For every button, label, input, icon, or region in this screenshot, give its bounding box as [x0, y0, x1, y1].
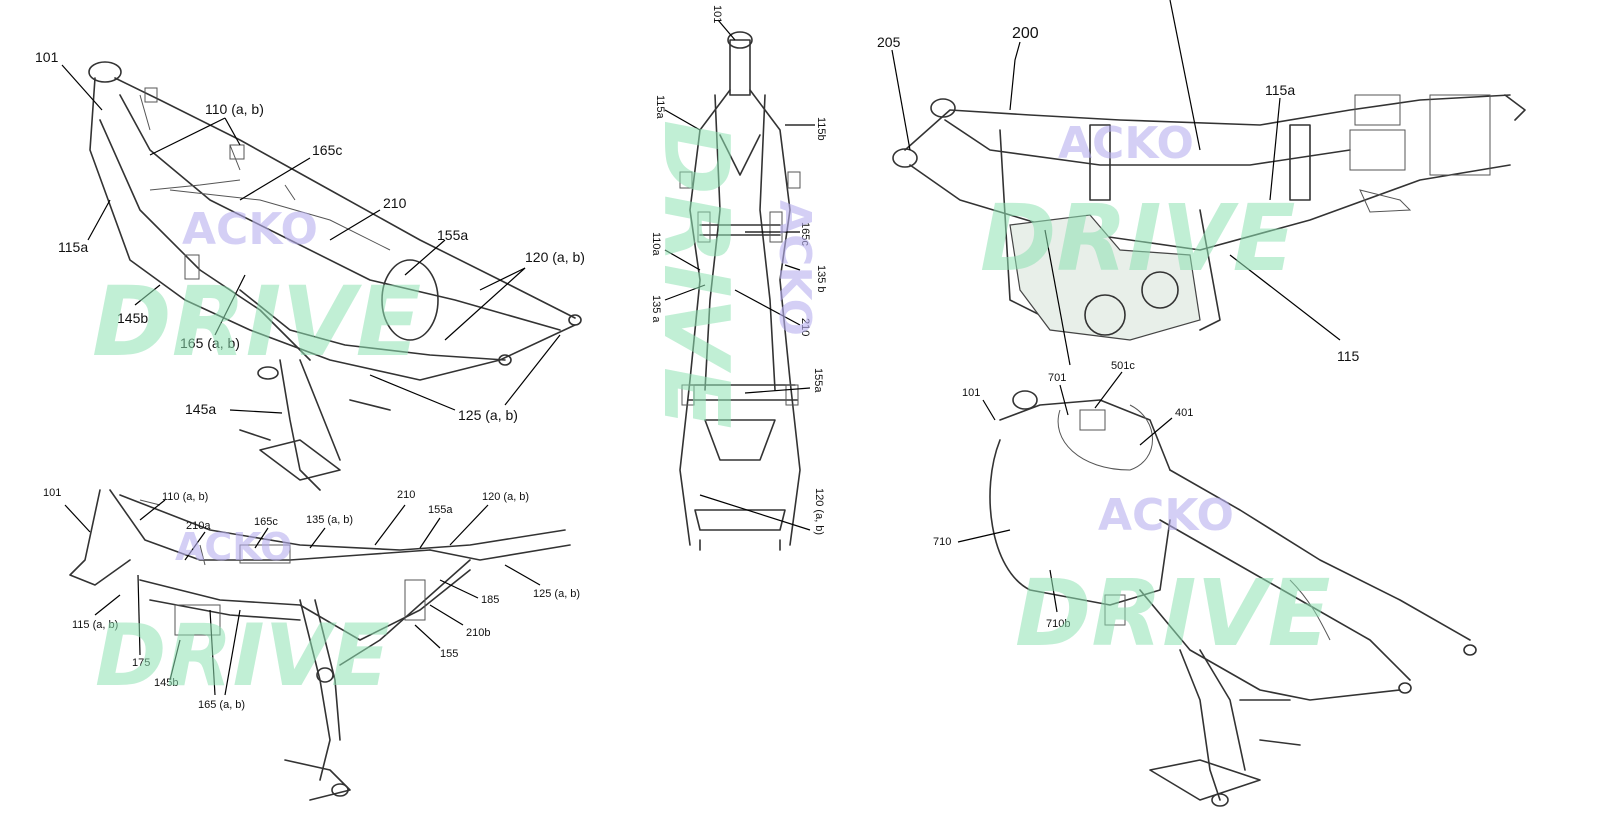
watermark-top-text-2: ACKO — [175, 525, 292, 569]
label-120-a-b: 120 (a, b) — [525, 249, 585, 265]
frame-view-side — [69, 489, 571, 801]
view3-leaders — [664, 19, 815, 531]
label-120-a-b: 120 (a, b) — [813, 488, 825, 535]
watermark-top-text-3: ACKO — [769, 200, 820, 336]
watermark-bottom-text-4: DRIVE — [980, 185, 1296, 292]
label-115a: 115a — [1265, 82, 1295, 98]
label-165c: 165c — [312, 142, 342, 158]
label-210: 210 — [799, 318, 811, 336]
label-501c: 501c — [1111, 360, 1135, 372]
label-101: 101 — [35, 49, 59, 65]
label-710: 710 — [933, 536, 951, 548]
view5-leaders — [957, 371, 1173, 613]
view2-leaders — [64, 499, 541, 696]
watermark-top-text-5: ACKO — [1098, 490, 1234, 541]
label-210: 210 — [397, 489, 415, 501]
watermark-bottom-text-3: DRIVE — [643, 120, 748, 429]
label-115b: 115b — [815, 117, 827, 141]
label-210b: 210b — [466, 627, 490, 639]
view4-labels: 205 200 115a 115 — [877, 25, 1360, 364]
label-145a: 145a — [185, 401, 216, 417]
label-101: 101 — [962, 387, 980, 399]
label-145b: 145b — [154, 677, 178, 689]
watermark-top-text-4: ACKO — [1058, 118, 1194, 169]
view4-leaders — [891, 0, 1341, 366]
view5-labels: 101 701 501c 401 710 710b — [933, 360, 1193, 630]
label-401: 401 — [1175, 407, 1193, 419]
label-155a: 155a — [428, 504, 453, 516]
label-200: 200 — [1012, 25, 1039, 42]
label-145b: 145b — [117, 310, 148, 326]
label-135b: 135 b — [815, 265, 827, 293]
label-701: 701 — [1048, 372, 1066, 384]
label-165-a-b: 165 (a, b) — [198, 699, 245, 711]
label-210: 210 — [383, 195, 407, 211]
label-115: 115 — [1337, 348, 1360, 364]
view2-labels: 101 110 (a, b) 210a 165c 135 (a, b) 210 … — [43, 487, 580, 711]
view3-labels: 101 115a 115b 165c 110a 135 b 135 a 210 … — [650, 5, 827, 535]
label-205: 205 — [877, 34, 901, 50]
frame-view-with-tank — [989, 390, 1477, 807]
label-135a: 135 a — [650, 295, 662, 323]
label-710b: 710b — [1046, 618, 1070, 630]
label-165c: 165c — [254, 516, 278, 528]
label-125-a-b: 125 (a, b) — [533, 588, 580, 600]
label-185: 185 — [481, 594, 499, 606]
label-110-a-b: 110 (a, b) — [162, 491, 208, 503]
watermark-top-text-1: ACKO — [182, 204, 318, 255]
label-135-a-b: 135 (a, b) — [306, 514, 353, 526]
label-101: 101 — [43, 487, 61, 499]
label-155a: 155a — [812, 368, 824, 393]
frame-view-with-engine — [892, 94, 1526, 341]
label-120-a-b: 120 (a, b) — [482, 491, 529, 503]
label-115a: 115a — [58, 239, 88, 255]
label-165-a-b: 165 (a, b) — [180, 335, 240, 351]
label-101: 101 — [711, 5, 723, 23]
watermark-logo: ACKO DRIVE ACKO DRIVE ACKO DRIVE ACKO DR… — [92, 118, 1331, 706]
label-165c: 165c — [799, 222, 811, 246]
view1-labels: 101 110 (a, b) 165c 210 115a 155a 120 (a… — [35, 49, 585, 423]
view1-leaders — [61, 64, 561, 414]
watermark-bottom-text-5: DRIVE — [1015, 560, 1331, 667]
label-110-a-b: 110 (a, b) — [205, 101, 264, 117]
label-175: 175 — [132, 657, 150, 669]
label-125-a-b: 125 (a, b) — [458, 407, 518, 423]
label-210a: 210a — [186, 520, 211, 532]
label-115a: 115a — [654, 95, 666, 120]
label-155a: 155a — [437, 227, 468, 243]
watermark-bottom-text-2: DRIVE — [95, 606, 390, 706]
label-115-a-b: 115 (a, b) — [72, 619, 118, 631]
watermark-bottom-text-1: DRIVE — [92, 266, 421, 378]
label-155: 155 — [440, 648, 458, 660]
label-110a: 110a — [650, 232, 662, 257]
